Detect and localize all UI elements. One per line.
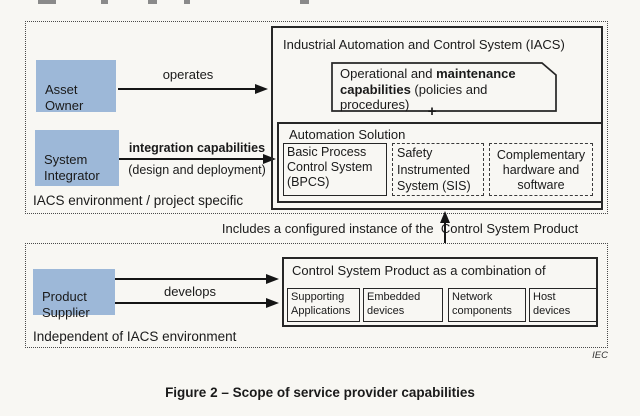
note-part2: (policies and procedures) [340,81,488,113]
integration-capabilities-label: integration capabilities [128,141,266,155]
system-integrator-box: System Integrator [35,130,119,186]
develops-arrowhead-top-icon [266,274,279,284]
cropped-text-fragment [38,0,56,4]
design-deployment-label: (design and deployment) [128,163,266,177]
cropped-text-fragment [101,0,108,4]
operational-note-text: Operational and maintenance capabilities… [340,66,552,113]
note-bold: maintenance capabilities [340,66,516,97]
automation-solution-title: Automation Solution [289,127,406,142]
cropped-text-fragment [300,0,309,4]
iacs-title: Industrial Automation and Control System… [283,37,565,52]
independent-label: Independent of IACS environment [33,329,237,344]
operates-arrowhead-icon [255,84,268,94]
cropped-text-fragment [148,0,157,4]
independent-region [25,243,608,348]
network-components-box: Network components [448,288,526,322]
develops-arrowhead-bottom-icon [266,298,279,308]
iacs-box [271,26,603,210]
iacs-environment-label: IACS environment / project specific [33,193,244,208]
includes-instance-label: Includes a configured instance of the Co… [221,221,579,236]
cropped-text-fragment [184,0,190,4]
develops-label: develops [163,284,217,299]
asset-owner-box: Asset Owner [36,60,116,113]
csp-title: Control System Product as a combination … [292,263,546,278]
instance-arrow-line [444,221,446,257]
product-supplier-box: Product Supplier [33,269,115,320]
operates-arrow-line [118,88,258,90]
complementary-box: Complementary hardware and software [489,143,593,196]
operates-label: operates [162,67,214,82]
system-integrator-label: System Integrator [44,152,100,183]
operational-note-shape [331,62,557,112]
asset-owner-label: Asset Owner [45,82,84,113]
note-part1: Operational and [340,66,437,81]
figure-caption: Figure 2 – Scope of service provider cap… [165,385,475,400]
automation-solution-box [277,122,603,203]
iacs-environment-region [25,21,608,214]
develops-arrow-line-bottom [115,302,268,304]
product-supplier-label: Product Supplier [42,289,90,320]
sis-box: Safety Instrumented System (SIS) [392,143,484,196]
instance-arrowhead-icon [440,211,450,223]
integration-arrowhead-icon [263,154,276,164]
iec-credit: IEC [592,350,608,361]
host-devices-box: Host devices [529,288,598,322]
bpcs-box: Basic Process Control System (BPCS) [283,143,387,196]
develops-arrow-line-top [115,278,268,280]
embedded-devices-box: Embedded devices [363,288,443,322]
supporting-applications-box: Supporting Applications [287,288,360,322]
plus-sign: + [427,103,437,120]
integration-arrow-line [119,158,265,160]
